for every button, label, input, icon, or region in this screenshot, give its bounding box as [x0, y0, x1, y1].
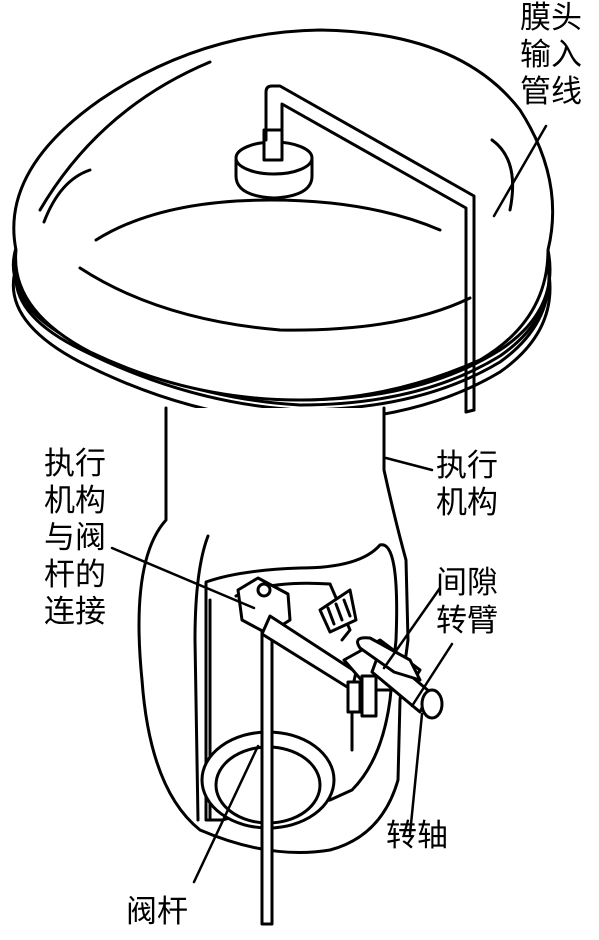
- label-actuator: 执行 机构: [436, 448, 498, 521]
- valve-stem: [262, 600, 272, 924]
- label-diaphragm-input: 膜头 输入 管线: [520, 0, 582, 110]
- label-gap: 间隙: [436, 565, 498, 601]
- diaphragm-input-tube: [266, 86, 474, 412]
- label-actuator-stem-connection: 执行 机构 与阀 杆的 连接: [44, 446, 106, 630]
- leader-lines: [112, 126, 546, 882]
- actuator-body: [139, 408, 408, 853]
- top-fitting: [236, 130, 312, 198]
- label-shaft: 转轴: [386, 818, 448, 854]
- diaphragm-head: [13, 30, 552, 422]
- label-rotating-arm: 转臂: [436, 603, 498, 639]
- label-valve-stem: 阀杆: [126, 894, 188, 930]
